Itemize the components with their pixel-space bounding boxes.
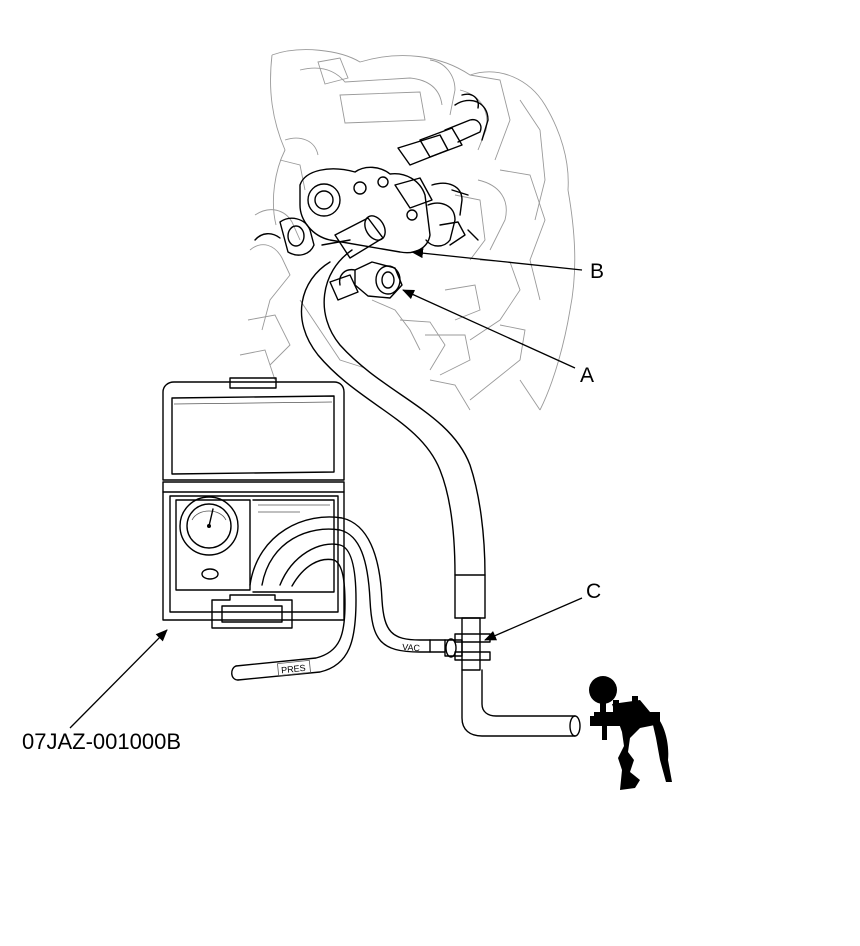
port-a: [338, 261, 403, 299]
vac-hose-label: VAC: [402, 642, 421, 653]
hand-vacuum-pump: [589, 676, 672, 790]
leader-line-a: [402, 289, 576, 369]
hose-labels: VAC PRES: [277, 642, 421, 677]
leader-line-c: [484, 597, 583, 641]
pres-hose-label: PRES: [281, 663, 306, 676]
tool-part-number: 07JAZ-001000B: [22, 729, 181, 754]
engine-background: [239, 49, 576, 411]
regulator-assembly: [254, 93, 489, 301]
tester-hoses: [231, 516, 446, 681]
leader-line-b: [411, 248, 583, 271]
leader-line-tool: [69, 629, 168, 729]
callout-b: B: [590, 260, 604, 283]
callout-a: A: [580, 364, 594, 387]
pump-hose: [461, 669, 581, 737]
fitting-tube: [334, 215, 386, 259]
tester-case: [162, 377, 345, 629]
callout-c: C: [586, 580, 601, 603]
leader-lines: [69, 248, 583, 729]
t-fitting-c: [444, 617, 491, 671]
main-vacuum-hose: [300, 249, 486, 619]
